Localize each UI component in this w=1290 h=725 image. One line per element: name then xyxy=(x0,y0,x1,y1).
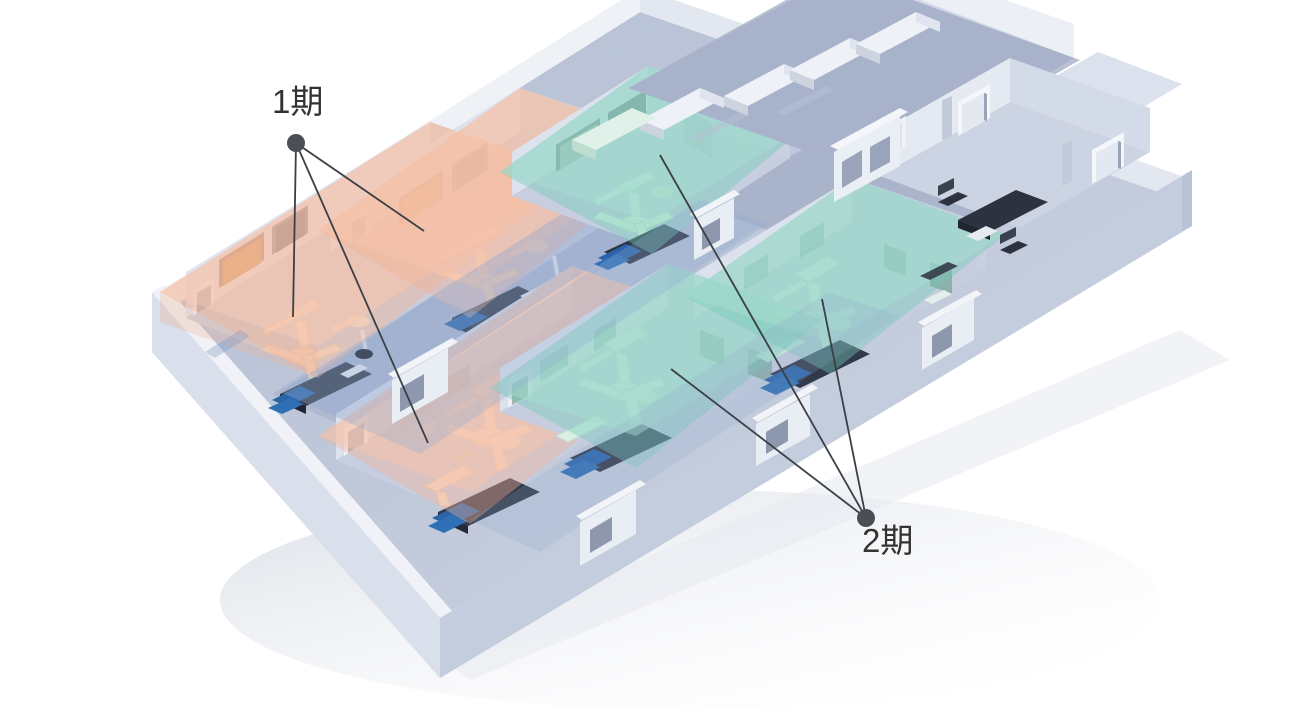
leader-lines-phase1 xyxy=(292,142,429,444)
operating-table xyxy=(560,424,672,479)
phase1-label: 1期 xyxy=(272,83,324,120)
leader-line xyxy=(659,154,867,519)
sliding-door xyxy=(690,190,740,260)
sliding-door-group xyxy=(388,108,982,566)
sliding-door xyxy=(830,108,908,202)
office-chair xyxy=(1000,227,1028,254)
desk xyxy=(958,190,1048,241)
operating-table xyxy=(594,224,690,270)
sliding-door xyxy=(576,480,646,566)
phase2-overlay xyxy=(490,66,1006,468)
office-chair xyxy=(938,178,968,206)
leader-line xyxy=(821,298,867,519)
office-wing xyxy=(880,52,1182,280)
phase1-anchor-dot xyxy=(287,134,305,152)
leader-line xyxy=(670,368,867,519)
hospital-bed xyxy=(640,88,724,140)
sliding-door xyxy=(918,290,982,370)
phase2-anchor-dot xyxy=(857,509,875,527)
leader-line xyxy=(292,142,297,318)
hinged-door xyxy=(1092,132,1124,184)
hospital-bed xyxy=(572,108,656,160)
hinged-door xyxy=(958,84,990,136)
leader-line xyxy=(295,142,425,232)
operating-table xyxy=(760,340,870,395)
sliding-door xyxy=(388,338,458,424)
hospital-bed xyxy=(856,12,940,64)
recovery-bay xyxy=(572,0,1074,176)
leader-lines-phase2 xyxy=(659,154,867,519)
leader-line xyxy=(295,142,429,444)
operating-table xyxy=(428,478,540,534)
corridor-band xyxy=(205,172,700,424)
phase2-label: 2期 xyxy=(862,522,914,559)
corridor-band-2 xyxy=(352,200,900,552)
